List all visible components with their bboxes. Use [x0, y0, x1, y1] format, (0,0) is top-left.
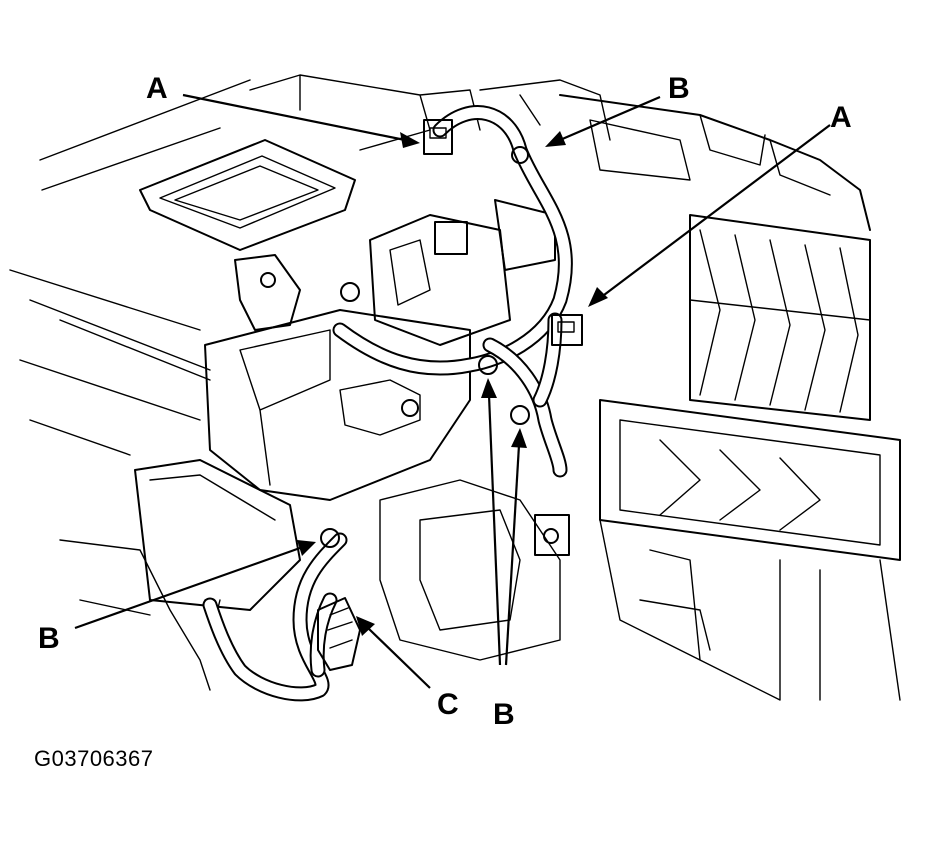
harness-connectors [317, 119, 583, 671]
callout-b-top-right: B [668, 72, 690, 105]
callout-b-left: B [38, 622, 60, 655]
figure-id: G03706367 [34, 746, 154, 771]
callout-a-top-left: A [146, 72, 168, 105]
hvac-housing [9, 74, 901, 701]
wire-harness [202, 105, 573, 702]
callout-b-bottom: B [493, 698, 515, 731]
leader-lines [74, 93, 831, 689]
callout-a-right: A [830, 101, 852, 134]
callout-c-bottom: C [437, 688, 459, 721]
harness-clips [320, 146, 530, 548]
